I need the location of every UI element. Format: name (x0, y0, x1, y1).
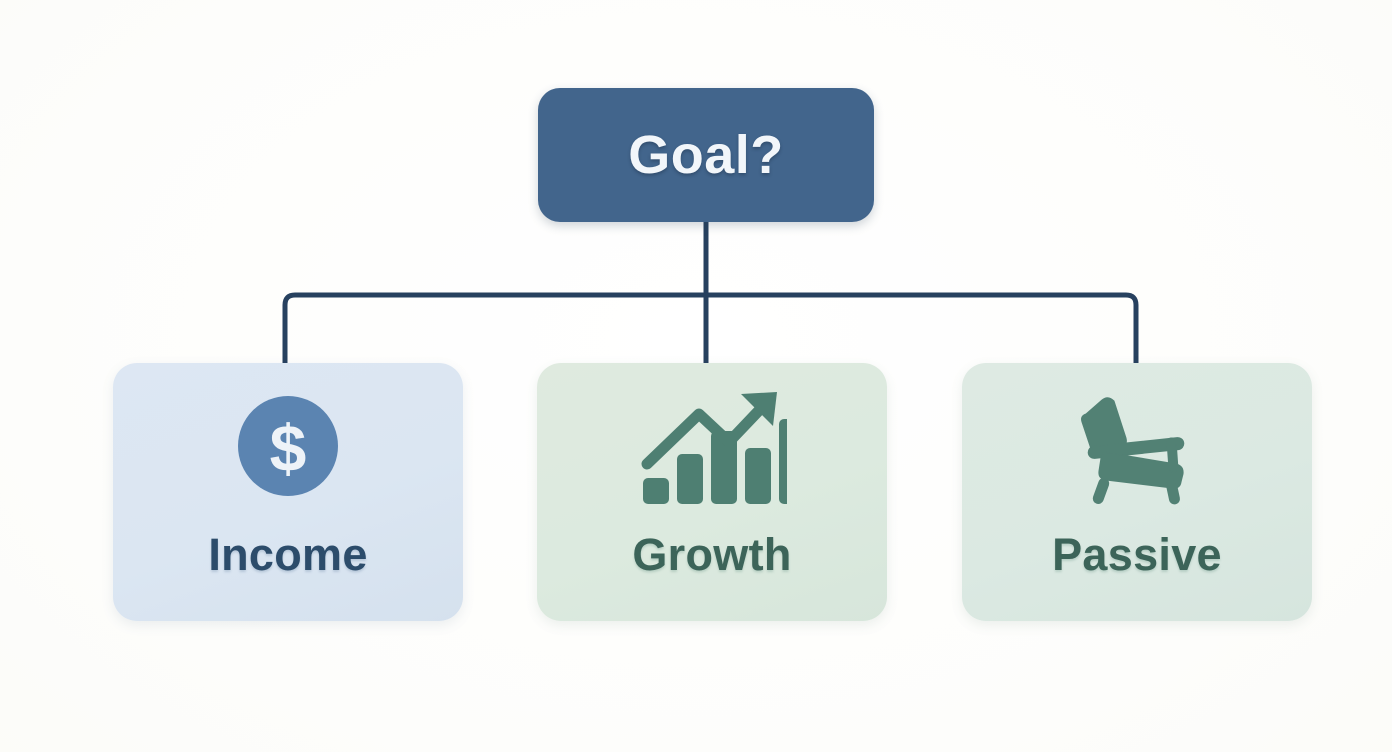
root-node-goal[interactable]: Goal? (538, 88, 874, 222)
branch-card-passive[interactable]: Passive (962, 363, 1312, 621)
lounge-chair-icon (1072, 381, 1202, 511)
branch-label-income: Income (208, 529, 368, 580)
branch-label-passive: Passive (1052, 529, 1222, 580)
connector-bus-right (703, 292, 1139, 366)
dollar-circle-icon: $ (232, 381, 344, 511)
branch-label-growth: Growth (632, 529, 792, 580)
bar-chart-arrow-up-icon (637, 381, 787, 511)
svg-text:$: $ (270, 411, 307, 485)
connector-bus-left (282, 292, 709, 366)
root-node-label: Goal? (628, 125, 784, 185)
branch-card-income[interactable]: $ Income (113, 363, 463, 621)
branch-card-growth[interactable]: Growth (537, 363, 887, 621)
